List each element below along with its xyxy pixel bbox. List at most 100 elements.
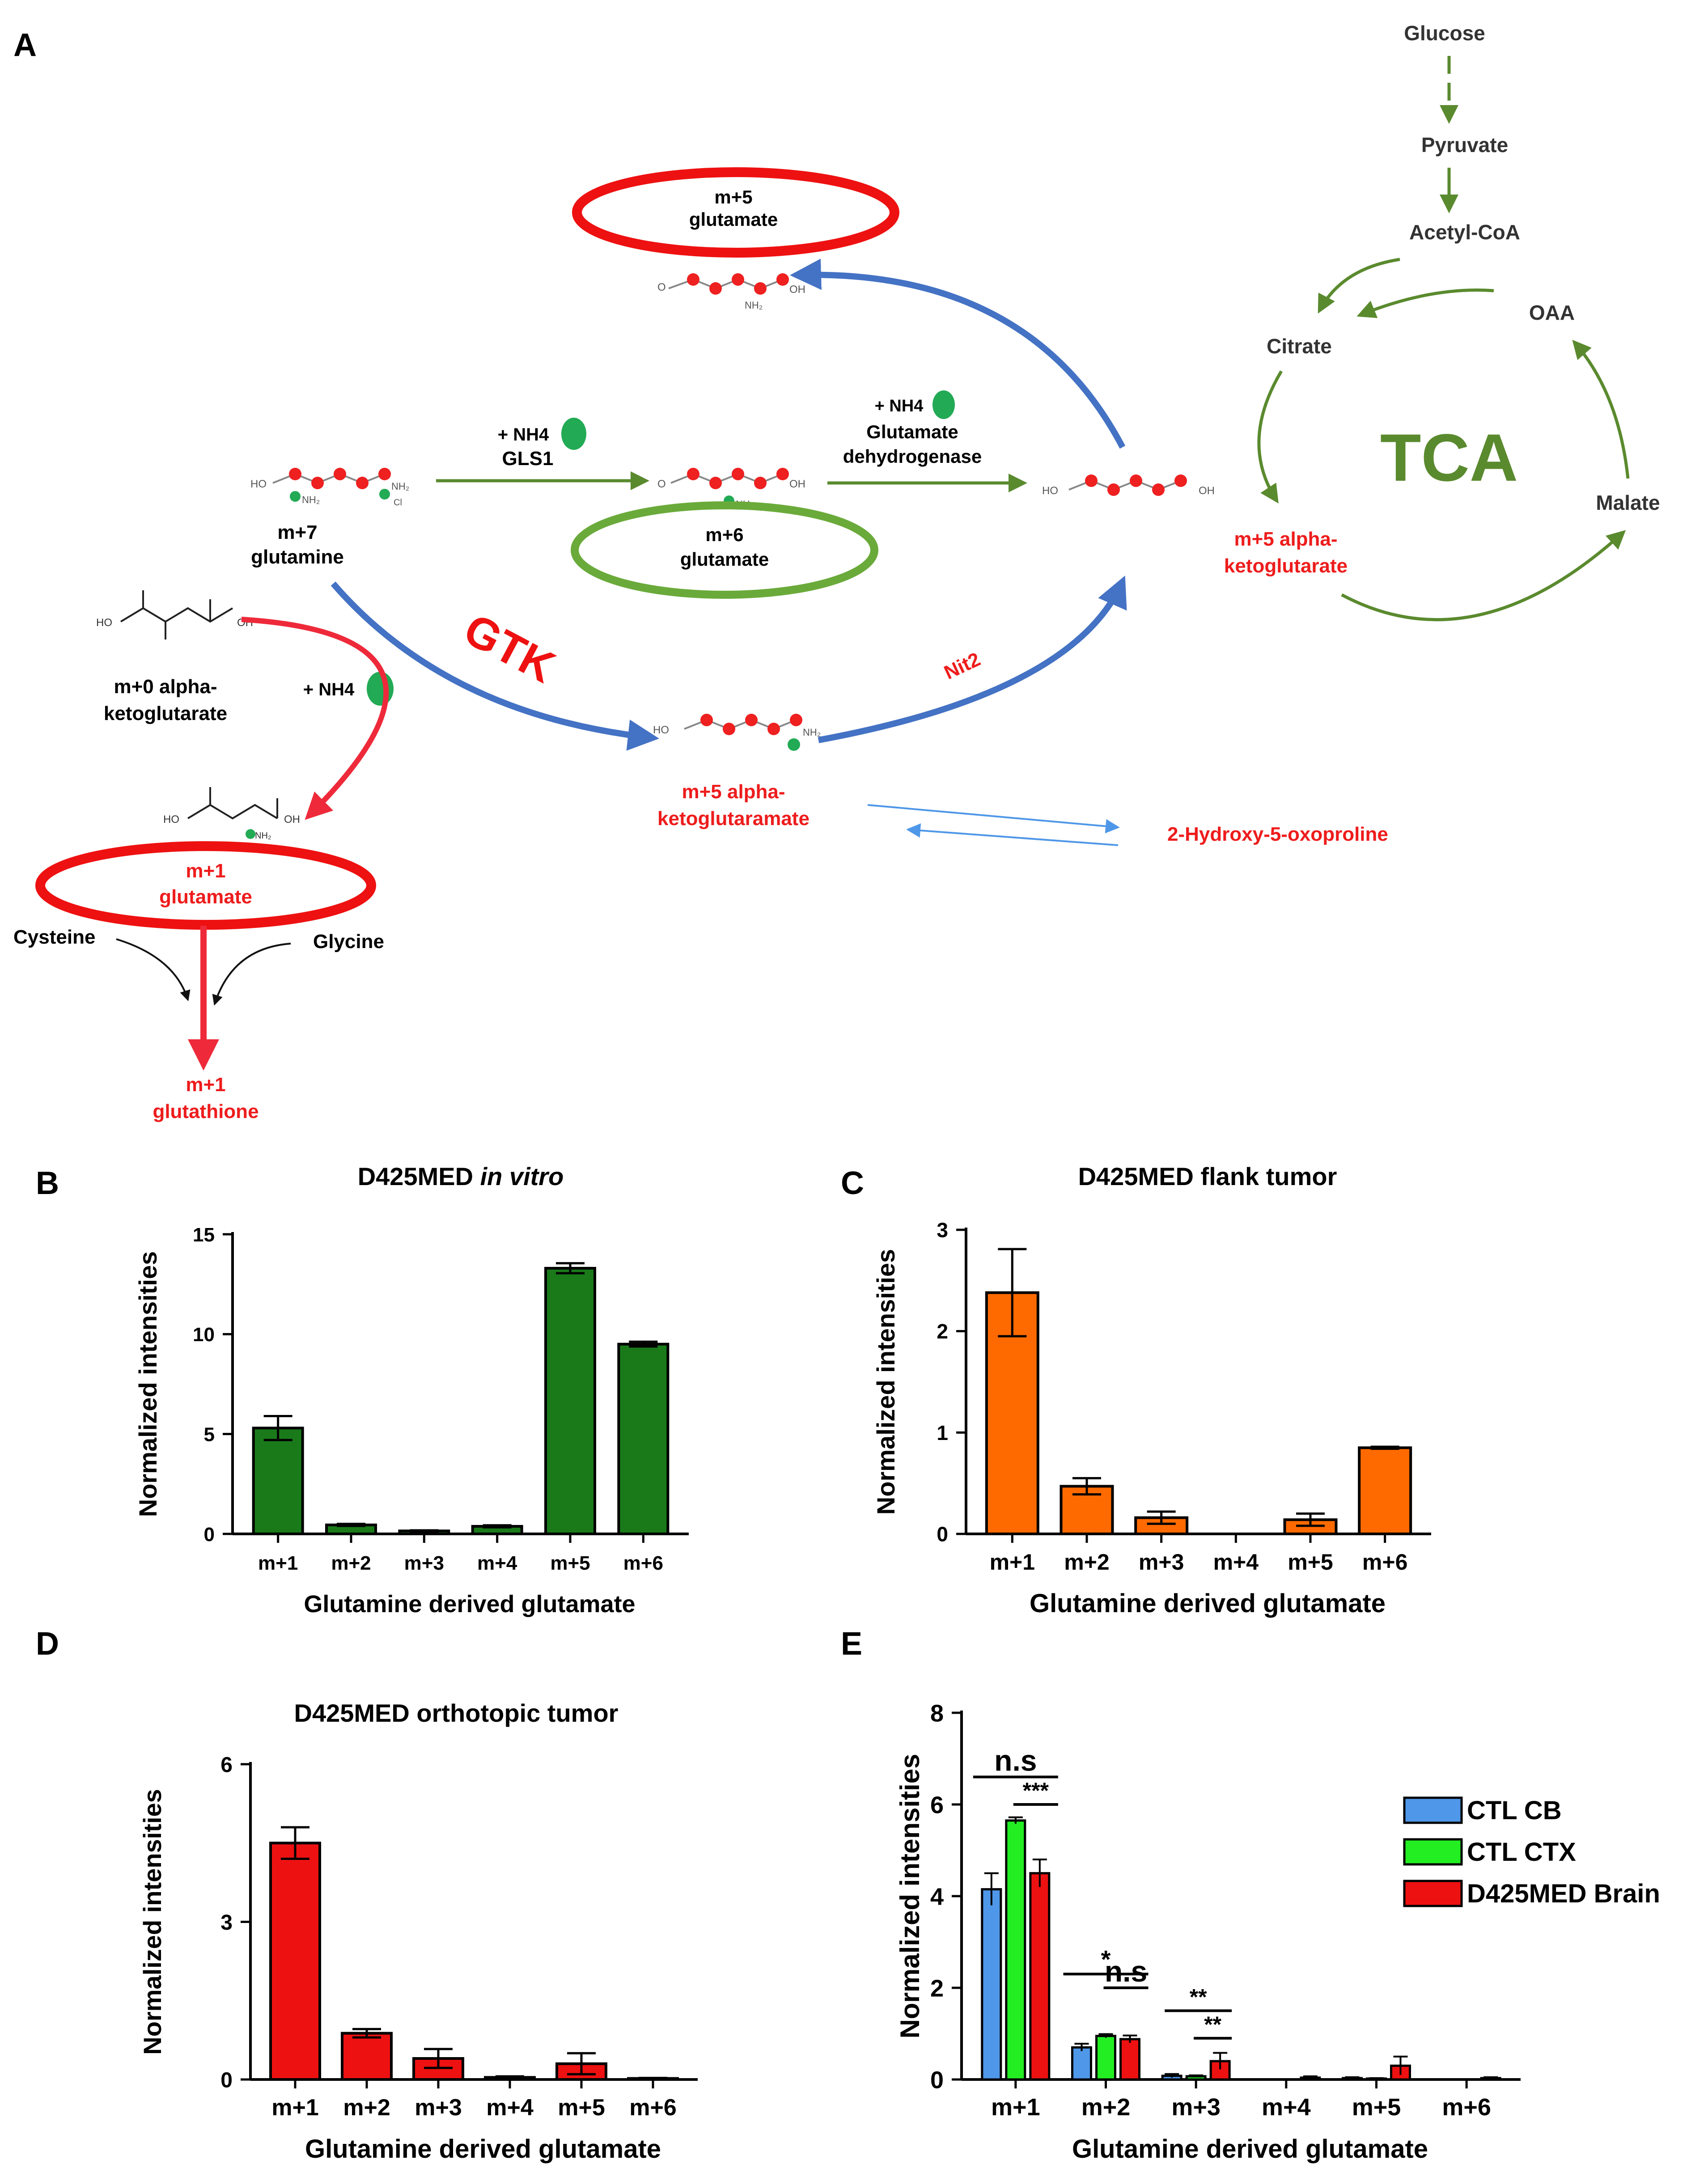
m7-gln-nh2-a-text: NH₂ bbox=[302, 494, 320, 505]
m7-gln-ho-text: HO bbox=[250, 478, 267, 490]
x-tick-label: m+4 bbox=[477, 1552, 517, 1574]
m7-gln-cl-text: Cl bbox=[394, 498, 402, 508]
y-tick-label: 10 bbox=[193, 1324, 215, 1346]
x-tick-label: m+4 bbox=[486, 2095, 534, 2121]
tca-label: TCA bbox=[1380, 420, 1518, 495]
legend-label-2: D425MED Brain bbox=[1467, 1879, 1660, 1908]
m6-glu-oh-text: OH bbox=[789, 478, 805, 490]
panel-label-d: D bbox=[36, 1626, 59, 1662]
oxoproline-label: 2-Hydroxy-5-oxoproline bbox=[1167, 823, 1388, 845]
x-tick-label: m+2 bbox=[1064, 1550, 1109, 1575]
bar-ctl-cb-m+1 bbox=[981, 1888, 1002, 2081]
bar-m+6 bbox=[1358, 1446, 1412, 1535]
m7-gln-nh2-b-text: NH₂ bbox=[391, 481, 409, 492]
panel-label-a: A bbox=[13, 27, 37, 63]
oxoproline-to-akgm-arrow bbox=[906, 823, 1119, 846]
m5-glutamate-label-2: glutamate bbox=[689, 209, 778, 230]
x-tick-label: m+2 bbox=[331, 1552, 371, 1574]
m5-glutamate-molecule bbox=[668, 273, 789, 295]
nh4-left-label: + NH4 bbox=[303, 680, 355, 699]
m0-akg-ho-text: HO bbox=[96, 617, 112, 629]
y-tick-label: 0 bbox=[937, 1523, 948, 1546]
significance-label: n.s bbox=[994, 1744, 1037, 1777]
x-tick-label: m+4 bbox=[1262, 2094, 1311, 2121]
x-tick-label: m+2 bbox=[343, 2095, 390, 2121]
nit2-label: Nit2 bbox=[941, 648, 984, 684]
m5-glu-nh2-text: NH₂ bbox=[745, 300, 763, 311]
gtk-label: GTK bbox=[456, 604, 563, 693]
x-tick-label: m+4 bbox=[1213, 1550, 1259, 1575]
y-axis-title: Normalized intensities bbox=[895, 1754, 925, 2039]
y-tick-label: 1 bbox=[937, 1421, 948, 1444]
nh4-gdh-dot bbox=[932, 390, 955, 419]
m5-glutamate-ellipse bbox=[572, 167, 899, 258]
y-tick-label: 5 bbox=[204, 1424, 215, 1446]
x-tick-label: m+3 bbox=[1171, 2094, 1221, 2121]
gtk-arrow bbox=[331, 581, 659, 751]
x-tick-label: m+6 bbox=[629, 2095, 677, 2121]
chart-title: D425MED in vitro bbox=[358, 1162, 564, 1190]
m5-glu-oh-text: OH bbox=[789, 284, 805, 296]
y-tick-label: 15 bbox=[193, 1224, 215, 1246]
m7-glutamine-label-1: m+7 bbox=[277, 521, 317, 543]
m1-glutamate-label-1: m+1 bbox=[186, 860, 225, 882]
m0-akg-label-2: ketoglutarate bbox=[104, 703, 227, 724]
x-axis-title: Glutamine derived glutamate bbox=[1030, 1589, 1386, 1618]
m5-akgm-molecule bbox=[684, 714, 802, 751]
m7-glutamine-molecule bbox=[272, 468, 391, 502]
bar-m+2 bbox=[341, 2032, 393, 2081]
y-axis-title: Normalized intensities bbox=[138, 1789, 166, 2054]
y-tick-label: 6 bbox=[220, 1753, 233, 1777]
y-tick-label: 6 bbox=[930, 1791, 944, 1818]
m6-glutamate-label-2: glutamate bbox=[680, 549, 769, 570]
panel-a-diagram: A Glucose Pyruvate Acetyl-CoA Citrate OA… bbox=[13, 21, 1660, 1122]
legend-swatch-2 bbox=[1403, 1880, 1463, 1907]
y-tick-label: 8 bbox=[930, 1700, 944, 1727]
significance-label: * bbox=[1101, 1945, 1111, 1973]
significance-label: *** bbox=[1023, 1778, 1049, 1803]
significance-label: ** bbox=[1204, 2012, 1221, 2037]
x-tick-label: m+1 bbox=[271, 2095, 319, 2121]
m1-glutathione-label-2: glutathione bbox=[153, 1101, 259, 1122]
bar-ctl-cb-m+2 bbox=[1071, 2046, 1092, 2081]
m1-glutamate-molecule bbox=[187, 787, 278, 839]
m5-glutamate-label-1: m+5 bbox=[714, 186, 752, 208]
m6-glutamate-ellipse bbox=[571, 501, 878, 599]
m5-akg-label-2: ketoglutarate bbox=[1224, 555, 1348, 577]
nh4-gls-dot bbox=[561, 418, 586, 450]
x-tick-label: m+6 bbox=[1362, 1550, 1407, 1575]
akgm-to-oxoproline-arrow bbox=[867, 804, 1120, 834]
x-tick-label: m+5 bbox=[1352, 2094, 1401, 2121]
m1-glu-oh-text: OH bbox=[284, 813, 300, 826]
akg-to-m5glu-arrow bbox=[790, 258, 1126, 449]
pyruvate-label: Pyruvate bbox=[1421, 133, 1508, 157]
x-tick-label: m+2 bbox=[1081, 2094, 1131, 2121]
m1-glu-ho-text: HO bbox=[163, 813, 179, 826]
oaa-label: OAA bbox=[1529, 301, 1575, 324]
legend-swatch-1 bbox=[1403, 1838, 1463, 1866]
y-tick-label: 0 bbox=[930, 2067, 944, 2093]
m1-glutathione-label-1: m+1 bbox=[186, 1074, 225, 1096]
y-tick-label: 2 bbox=[937, 1320, 948, 1343]
bar-d425med-brain-m+2 bbox=[1119, 2038, 1140, 2081]
bar-m+5 bbox=[544, 1266, 596, 1535]
legend-label-0: CTL CB bbox=[1467, 1796, 1562, 1825]
m1-glu-nh2-text: NH₂ bbox=[255, 831, 271, 841]
akg-to-m1glu-arrow bbox=[241, 617, 389, 820]
citrate-to-akg-arrow bbox=[1257, 370, 1283, 504]
x-tick-label: m+1 bbox=[990, 1550, 1035, 1575]
bar-ctl-ctx-m+1 bbox=[1005, 1819, 1026, 2081]
y-tick-label: 4 bbox=[930, 1883, 944, 1910]
x-tick-label: m+5 bbox=[1288, 1550, 1333, 1575]
y-tick-label: 3 bbox=[937, 1219, 948, 1242]
m5-akgm-label-2: ketoglutaramate bbox=[657, 808, 809, 830]
gdh-label-2: dehydrogenase bbox=[843, 446, 982, 467]
malate-to-oaa-arrow bbox=[1572, 339, 1630, 479]
panel-label-e: E bbox=[841, 1626, 862, 1662]
x-tick-label: m+3 bbox=[404, 1552, 444, 1574]
gdh-label-1: Glutamate bbox=[866, 421, 958, 442]
